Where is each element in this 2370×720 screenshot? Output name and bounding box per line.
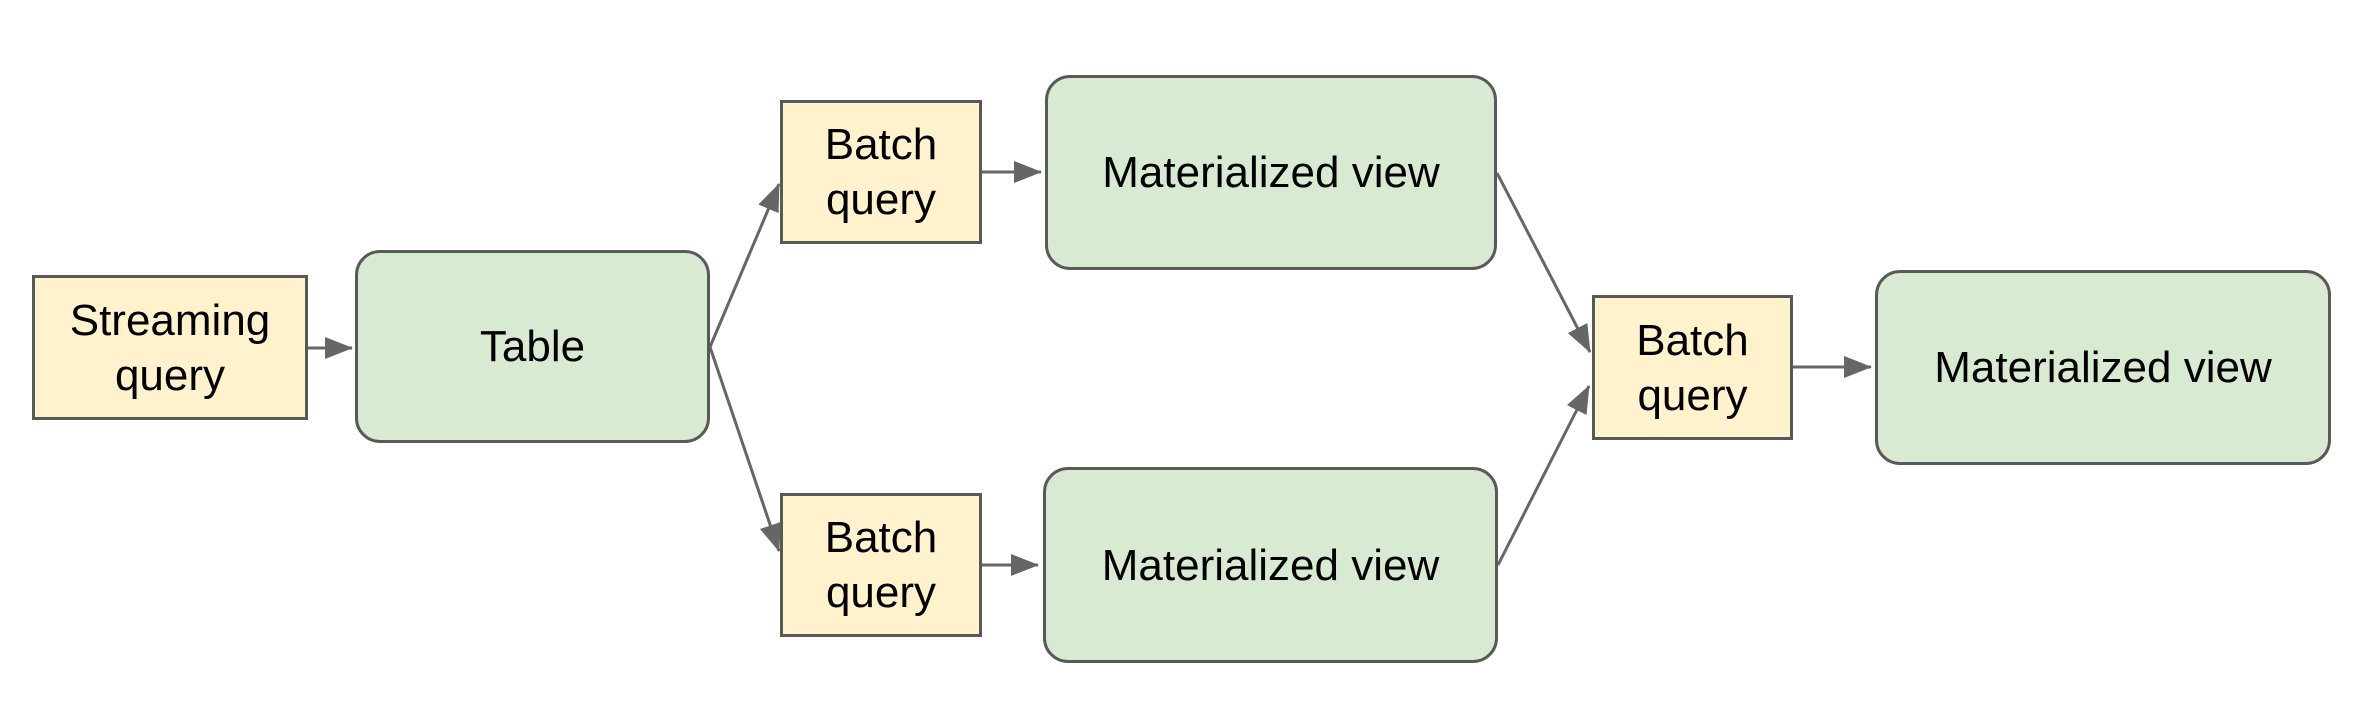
node-table: Table — [355, 250, 710, 443]
node-batch-query-bottom-label: Batch query — [824, 513, 938, 617]
arrow-materialized-view-top-to-batch-query-right — [1495, 172, 1592, 353]
arrow-materialized-view-bottom-to-batch-query-right — [1496, 385, 1591, 566]
node-materialized-view-top: Materialized view — [1045, 75, 1497, 270]
node-materialized-view-bottom-label: Materialized view — [1101, 540, 1440, 590]
node-batch-query-right: Batch query — [1592, 295, 1793, 440]
node-materialized-view-bottom: Materialized view — [1043, 467, 1498, 663]
arrow-table-to-batch-query-top — [708, 183, 781, 348]
arrow-table-to-batch-query-bottom — [708, 346, 781, 552]
node-batch-query-bottom: Batch query — [780, 493, 982, 637]
node-batch-query-top-label: Batch query — [824, 120, 938, 224]
node-materialized-view-right: Materialized view — [1875, 270, 2331, 465]
node-batch-query-top: Batch query — [780, 100, 982, 244]
node-table-label: Table — [479, 322, 586, 371]
node-streaming-query: Streaming query — [32, 275, 308, 420]
node-streaming-query-label: Streaming query — [69, 295, 271, 400]
node-materialized-view-right-label: Materialized view — [1934, 343, 2272, 392]
node-materialized-view-top-label: Materialized view — [1102, 148, 1440, 197]
node-batch-query-right-label: Batch query — [1636, 315, 1749, 420]
